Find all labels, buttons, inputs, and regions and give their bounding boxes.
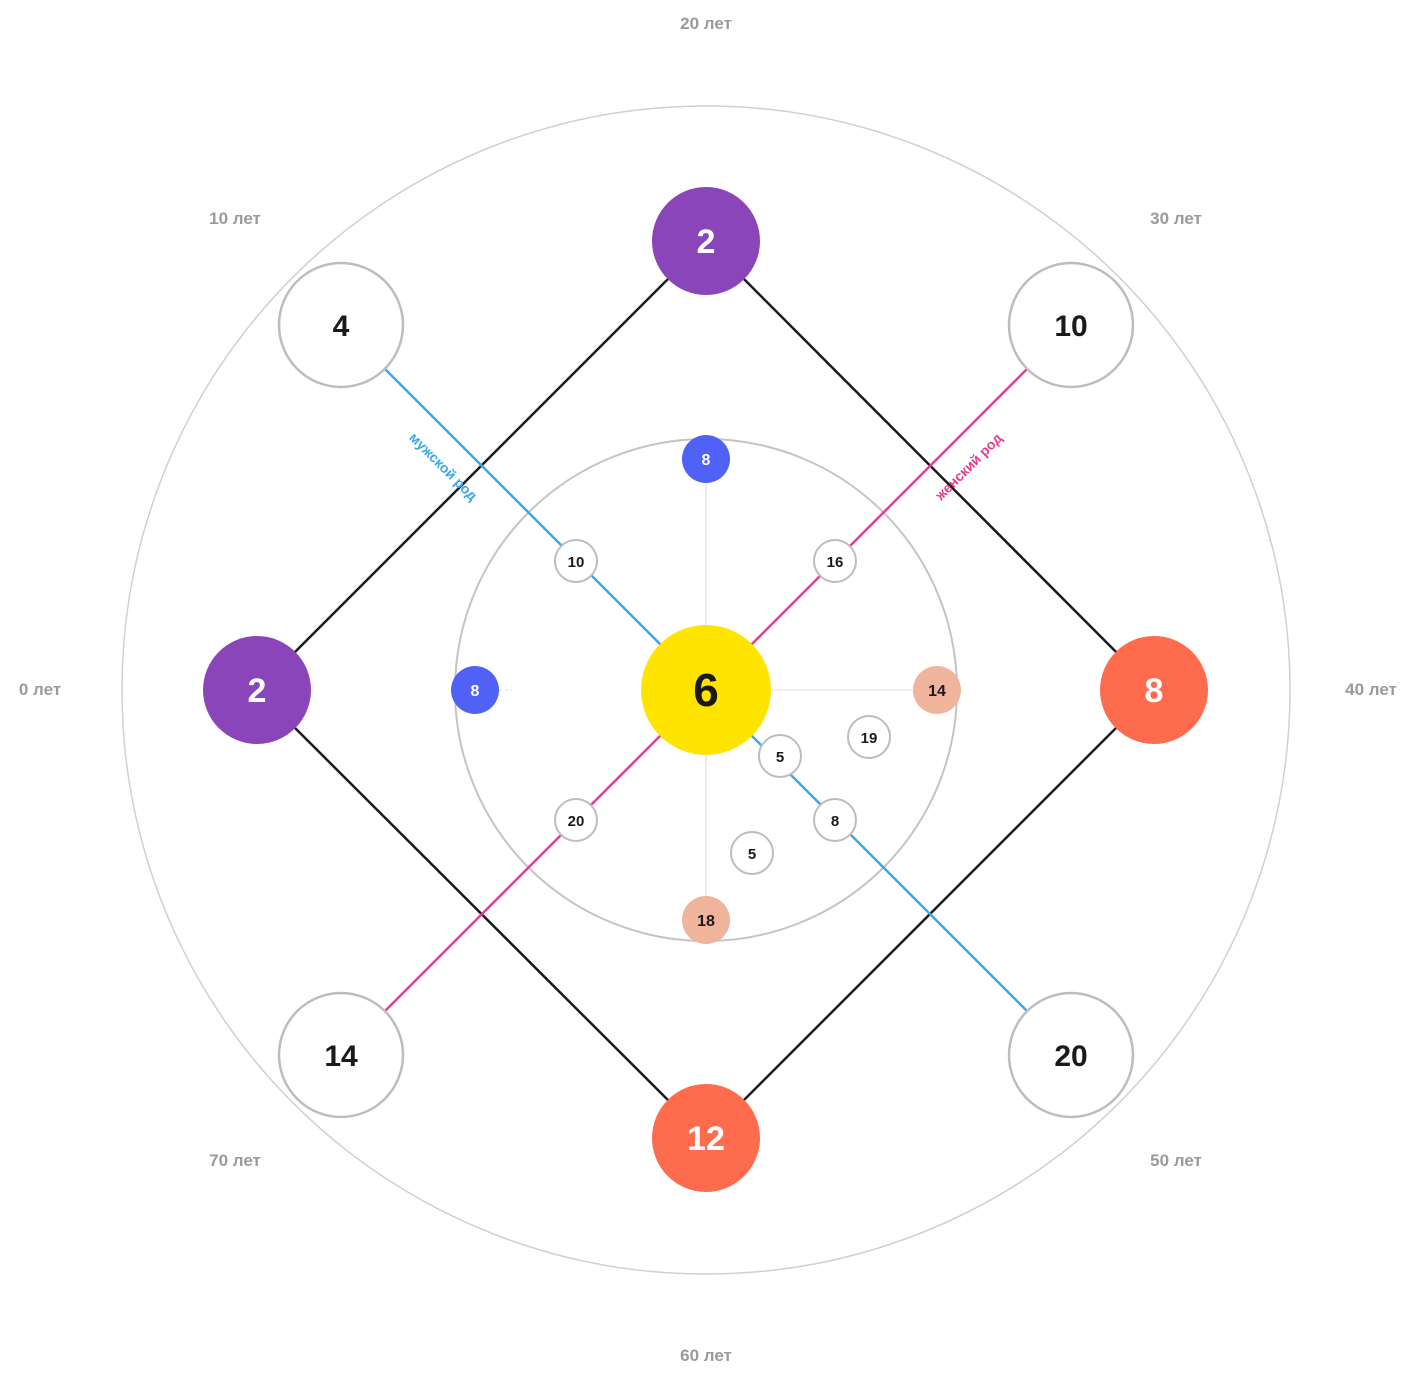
node-center[interactable]: 6 (641, 625, 771, 755)
node-inner-bottom[interactable]: 18 (682, 896, 730, 944)
svg-text:14: 14 (324, 1040, 358, 1073)
age-label-30: 30 лет (1150, 209, 1202, 228)
node-female-upper[interactable]: 16 (813, 539, 857, 583)
svg-text:20: 20 (568, 813, 585, 830)
svg-text:16: 16 (827, 554, 844, 571)
node-extra-right[interactable]: 19 (847, 715, 891, 759)
svg-text:19: 19 (861, 730, 878, 747)
svg-text:5: 5 (776, 749, 784, 766)
svg-text:8: 8 (702, 452, 711, 469)
outer-ring (121, 105, 1291, 1275)
svg-text:2: 2 (697, 223, 716, 261)
svg-text:2: 2 (248, 672, 267, 710)
node-inner-left[interactable]: 8 (451, 666, 499, 714)
node-inner-right[interactable]: 14 (913, 666, 961, 714)
age-label-10: 10 лет (209, 209, 261, 228)
svg-text:20: 20 (1054, 1040, 1087, 1073)
age-label-50: 50 лет (1150, 1151, 1202, 1170)
svg-text:12: 12 (687, 1120, 725, 1158)
node-top-left[interactable]: 4 (277, 261, 405, 389)
age-label-70: 70 лет (209, 1151, 261, 1170)
age-label-20: 20 лет (680, 14, 732, 33)
node-top[interactable]: 2 (652, 187, 760, 295)
svg-text:5: 5 (748, 846, 756, 863)
svg-text:8: 8 (831, 813, 839, 830)
svg-text:10: 10 (1054, 310, 1087, 343)
node-bottom-left[interactable]: 14 (277, 991, 405, 1119)
node-male-lower-near[interactable]: 5 (758, 734, 802, 778)
svg-text:10: 10 (568, 554, 585, 571)
svg-text:6: 6 (693, 664, 719, 716)
node-left[interactable]: 2 (203, 636, 311, 744)
age-label-0: 0 лет (18, 680, 62, 699)
svg-text:14: 14 (928, 683, 946, 700)
male-line-label: мужской род (406, 429, 481, 504)
svg-text:8: 8 (1145, 672, 1164, 710)
node-male-lower-far[interactable]: 8 (813, 798, 857, 842)
node-male-upper[interactable]: 10 (554, 539, 598, 583)
node-inner-top[interactable]: 8 (682, 435, 730, 483)
node-top-right[interactable]: 10 (1007, 261, 1135, 389)
node-right[interactable]: 8 (1100, 636, 1208, 744)
node-bottom[interactable]: 12 (652, 1084, 760, 1192)
svg-text:8: 8 (471, 683, 480, 700)
svg-text:4: 4 (333, 310, 350, 343)
svg-text:18: 18 (697, 913, 715, 930)
node-extra-bottom[interactable]: 5 (730, 831, 774, 875)
age-label-60: 60 лет (680, 1346, 732, 1365)
female-line-label: женский род (931, 430, 1005, 504)
node-female-lower[interactable]: 20 (554, 798, 598, 842)
node-bottom-right[interactable]: 20 (1007, 991, 1135, 1119)
age-label-40: 40 лет (1345, 680, 1397, 699)
